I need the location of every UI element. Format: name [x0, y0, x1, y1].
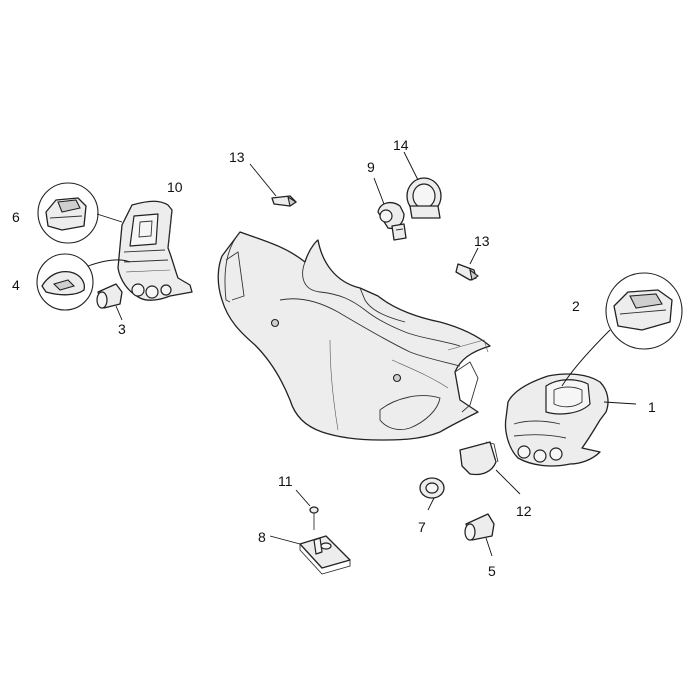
part-13-bulb-top: [249, 163, 298, 207]
part-14-ring: [403, 151, 442, 219]
part-2-detail-circle: [561, 272, 683, 387]
callout-1: 1: [648, 399, 656, 415]
part-11-screw: [295, 489, 319, 530]
callout-2: 2: [572, 298, 580, 314]
callout-11: 11: [278, 473, 293, 489]
callout-4: 4: [12, 277, 20, 293]
part-8-bracket: [269, 535, 351, 575]
callout-14: 14: [393, 137, 409, 153]
callout-7: 7: [418, 519, 426, 535]
callout-9: 9: [367, 159, 375, 175]
part-6-detail-circle: [37, 182, 123, 244]
callout-12: 12: [516, 503, 532, 519]
part-12-cover-plate: [459, 441, 521, 495]
callout-10: 10: [167, 179, 183, 195]
right-switch-housing: [504, 373, 637, 467]
part-4-detail-circle: [36, 253, 131, 311]
part-9-bulb-holder: [373, 177, 407, 241]
part-13-bulb-right: [455, 247, 479, 281]
left-switch-housing: [117, 200, 193, 301]
part-7-grommet: [419, 477, 445, 511]
callout-labels: 1 2 3 4 5 6 7 8 9 10 11 12 13 13 14: [12, 137, 656, 579]
callout-8: 8: [258, 529, 266, 545]
callout-6: 6: [12, 209, 20, 225]
part-5-connector: [464, 513, 495, 557]
callout-5: 5: [488, 563, 496, 579]
callout-13-top: 13: [229, 149, 245, 165]
callout-3: 3: [118, 321, 126, 337]
handlebar-cover-body: [217, 231, 491, 441]
part-3-connector: [96, 283, 123, 321]
callout-13-right: 13: [474, 233, 490, 249]
